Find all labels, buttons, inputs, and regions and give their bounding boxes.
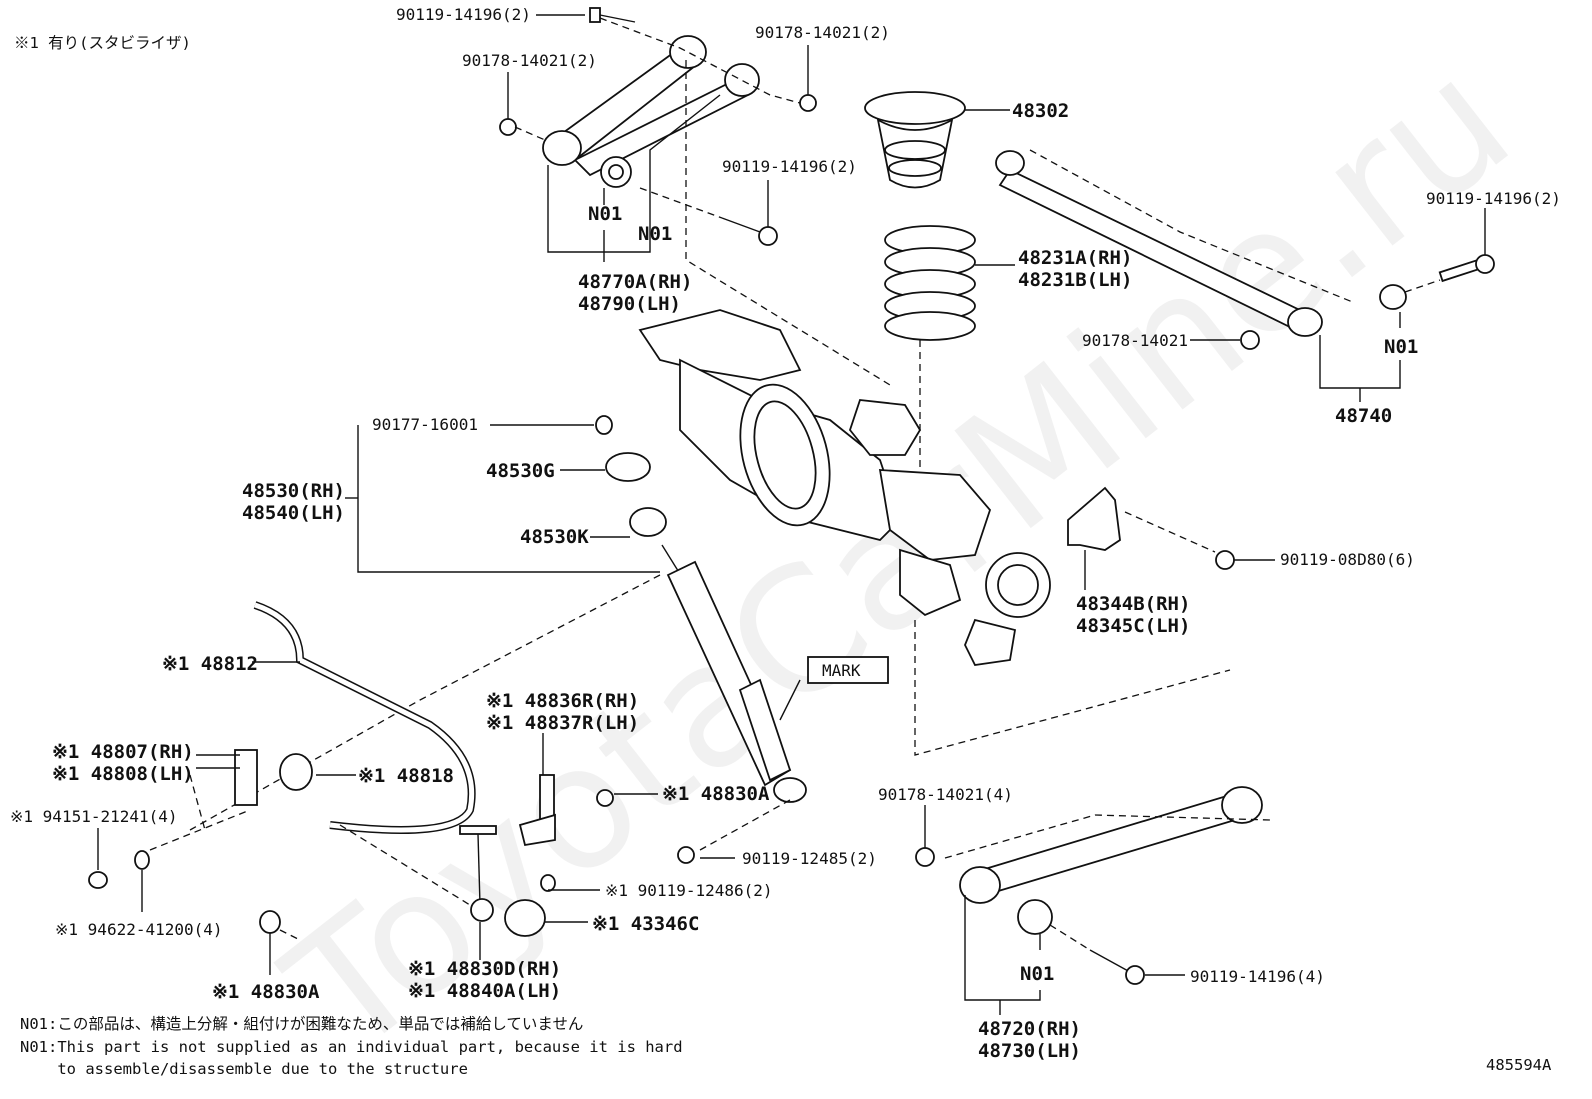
label-nut-shock: 90177-16001: [372, 415, 478, 434]
label-stabilizer-bar: ※1 48812: [162, 653, 258, 675]
label-upper-arm-lh: 48790(LH): [578, 293, 681, 315]
label-nut-lower-arm: 90178-14021(4): [878, 785, 1013, 804]
label-link-lh: ※1 48840A(LH): [408, 980, 561, 1002]
label-n01-upper-1: N01: [588, 203, 622, 225]
label-stab-bracket-lh: ※1 48808(LH): [52, 763, 194, 785]
label-nut-lateral-rod: 90178-14021: [1082, 331, 1188, 350]
label-bushing: ※1 48818: [358, 765, 454, 787]
coil-spring-illustration: [884, 225, 1015, 341]
header-note: ※1 有り(スタビライザ): [14, 34, 191, 52]
label-bolt-lower-arm: 90119-14196(4): [1190, 967, 1325, 986]
footnote-jp: N01:この部品は、構造上分解・組付けが困難なため、単品では補給していません: [20, 1015, 583, 1033]
shock-leaders: [189, 424, 801, 859]
label-shock-rh: 48530(RH): [242, 480, 345, 502]
lateral-rod-leaders: [1029, 149, 1486, 402]
label-upper-arm-rh: 48770A(RH): [578, 271, 692, 293]
label-bolt-bracket: 90119-08D80(6): [1280, 550, 1415, 569]
lateral-rod-illustration: [995, 150, 1495, 350]
upper-control-arm-illustration: [542, 35, 760, 188]
label-n01-lower: N01: [1020, 963, 1054, 985]
lower-arm-leaders: [924, 805, 1271, 1015]
label-nut-upper-arm-right: 90178-14021(2): [755, 23, 890, 42]
label-lateral-rod: 48740: [1335, 405, 1392, 427]
bracket-illustration: [1067, 486, 1275, 590]
label-bolt-shock-lower: 90119-12485(2): [742, 849, 877, 868]
label-bracket-lh: 48345C(LH): [1076, 615, 1190, 637]
label-nut-link-lower: ※1 48830A: [212, 981, 320, 1003]
upper-arm-leaders: [507, 14, 809, 262]
label-washer: ※1 94622-41200(4): [55, 920, 223, 939]
label-lower-arm-lh: 48730(LH): [978, 1040, 1081, 1062]
label-bolt-stab-bracket: ※1 94151-21241(4): [10, 807, 178, 826]
lower-control-arm-illustration: [915, 786, 1263, 985]
label-n01-lateral: N01: [1384, 336, 1418, 358]
label-coil-spring-lh: 48231B(LH): [1018, 269, 1132, 291]
label-stab-bracket-rh: ※1 48807(RH): [52, 741, 194, 763]
axle-housing-illustration: [638, 309, 1051, 666]
label-nut-link-upper: ※1 48830A: [662, 783, 770, 805]
label-link-bracket-rh: ※1 48836R(RH): [486, 690, 639, 712]
bump-stopper-illustration: [864, 91, 1010, 189]
label-mark: MARK: [822, 661, 861, 680]
label-link-rh: ※1 48830D(RH): [408, 958, 561, 980]
label-bolt-lateral-rod: 90119-14196(2): [1426, 189, 1561, 208]
label-clip: ※1 43346C: [592, 913, 699, 935]
label-bolt-link-bracket: ※1 90119-12486(2): [605, 881, 773, 900]
shock-absorber-illustration: [595, 415, 807, 803]
stabilizer-leaders: [97, 661, 658, 975]
label-bolt-upper-arm: 90119-14196(2): [396, 5, 531, 24]
label-shock-lh: 48540(LH): [242, 502, 345, 524]
axle-leaders: [685, 60, 1231, 756]
label-bolt-upper-arm-lower: 90119-14196(2): [722, 157, 857, 176]
label-coil-spring-rh: 48231A(RH): [1018, 247, 1132, 269]
footnote-en-1: N01:This part is not supplied as an indi…: [20, 1038, 683, 1056]
label-bump-stopper: 48302: [1012, 100, 1069, 122]
label-cushion-k: 48530K: [520, 526, 589, 548]
stabilizer-illustration: [88, 601, 695, 937]
figure-id: 485594A: [1486, 1056, 1552, 1074]
label-bracket-rh: 48344B(RH): [1076, 593, 1190, 615]
label-lower-arm-rh: 48720(RH): [978, 1018, 1081, 1040]
label-link-bracket-lh: ※1 48837R(LH): [486, 712, 639, 734]
label-cushion-g: 48530G: [486, 460, 555, 482]
mark-box: [807, 656, 889, 684]
footnote-en-2: to assemble/disassemble due to the struc…: [20, 1060, 468, 1078]
label-n01-upper-2: N01: [638, 223, 672, 245]
label-nut-upper-arm-left: 90178-14021(2): [462, 51, 597, 70]
